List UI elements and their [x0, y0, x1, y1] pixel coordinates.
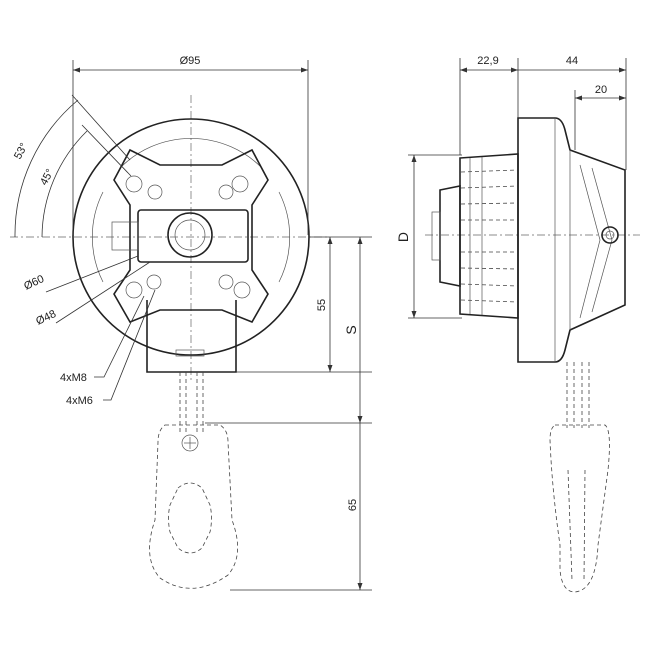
- leader-d48: Ø48: [34, 261, 151, 328]
- lower-housing-slot: [175, 349, 205, 357]
- label-4xm6: 4xM6: [66, 395, 93, 407]
- label-4xm8: 4xM8: [60, 372, 87, 384]
- housing-inner-arc-left: [91, 191, 104, 283]
- mount-hole-br-2: [218, 274, 234, 290]
- dimension-d95: Ø95: [72, 55, 309, 235]
- mounting-frame: [113, 148, 269, 324]
- mount-hole-tl: [125, 175, 143, 193]
- center-block-tab: [111, 221, 139, 251]
- leader-m6: 4xM6: [66, 289, 156, 407]
- label-d60: Ø60: [22, 273, 46, 293]
- lower-housing: [146, 300, 237, 373]
- housing-outer-circle: [72, 118, 310, 356]
- label-d95: Ø95: [180, 55, 201, 67]
- crank-rod: [179, 372, 204, 432]
- housing-inner-arc: [119, 138, 263, 169]
- mount-hole-tl-2: [147, 184, 163, 200]
- center-block: [137, 209, 249, 263]
- left-hub: [431, 185, 461, 287]
- mount-hole-tr-2: [218, 184, 234, 200]
- label-angle-45: 45°: [38, 167, 56, 187]
- dimension-angles: 53° 45°: [12, 94, 132, 238]
- label-D: D: [395, 232, 411, 242]
- mount-hole-tr: [231, 175, 249, 193]
- label-20: 20: [595, 84, 607, 96]
- mount-hole-br: [233, 281, 251, 299]
- label-55: 55: [316, 299, 328, 311]
- label-s: S: [343, 325, 359, 334]
- ribbed-drum: [459, 153, 519, 319]
- side-bolt-icon: [601, 226, 619, 244]
- label-44: 44: [566, 55, 578, 67]
- side-handle: [549, 424, 610, 593]
- label-65: 65: [347, 499, 359, 511]
- mount-hole-bl: [125, 281, 143, 299]
- dimension-65: 65: [205, 422, 372, 591]
- label-angle-53: 53°: [12, 141, 30, 161]
- label-d48: Ø48: [34, 308, 58, 328]
- housing-inner-arc-right: [278, 191, 291, 283]
- side-crank-rod: [566, 362, 590, 428]
- dimension-55-and-s: 55 S: [236, 236, 372, 423]
- side-view: [425, 117, 640, 593]
- shaft-inner-circle: [174, 219, 206, 251]
- leader-m8: 4xM8: [60, 295, 145, 384]
- dimension-20: 20: [574, 84, 626, 150]
- shaft-outer-circle: [167, 212, 213, 258]
- leader-d60: Ø60: [22, 255, 139, 293]
- label-22-9: 22,9: [477, 55, 498, 67]
- front-view: [10, 95, 330, 589]
- dimension-D: D: [395, 154, 462, 319]
- dimension-44: 44: [518, 55, 627, 170]
- dimension-22-9: 22,9: [459, 55, 519, 155]
- gear-housing: [517, 117, 626, 363]
- mount-hole-bl-2: [146, 274, 162, 290]
- crank-eyelet: [149, 424, 238, 589]
